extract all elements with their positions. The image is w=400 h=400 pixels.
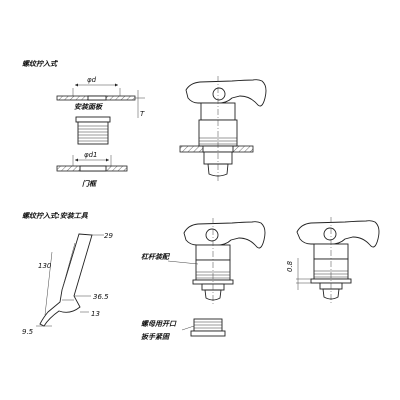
label-wrench-line-2: 扳手紧固	[141, 332, 170, 341]
installation-tool: 29 130 36.5 13 9.5	[22, 232, 113, 336]
dim-phi-d1: φd1	[84, 151, 98, 159]
latch-assembly-top	[179, 76, 267, 182]
dim-36-5: 36.5	[93, 293, 109, 301]
label-door-frame: 门框	[82, 179, 98, 188]
label-wrench-line-1: 螺母用开口	[141, 319, 177, 328]
section-top-title: 螺纹拧入式	[22, 59, 58, 68]
threaded-nut	[75, 116, 111, 145]
latch-assembly-middle	[183, 218, 266, 304]
washer-bottom: φd1	[56, 151, 128, 172]
label-lever-assembly: 杠杆装配	[141, 252, 171, 261]
dim-0-8: 0.8	[286, 260, 294, 272]
dim-29: 29	[104, 232, 113, 240]
lock-nut	[190, 318, 226, 337]
dim-13: 13	[91, 310, 100, 318]
dim-9-5: 9.5	[22, 328, 34, 336]
washer-top: φd T	[56, 76, 145, 118]
dim-phi-d: φd	[87, 76, 97, 84]
dim-130: 130	[38, 262, 52, 270]
label-mounting-panel: 安装面板	[74, 102, 104, 111]
latch-assembly-right: 0.8	[286, 217, 380, 303]
dim-thickness-t: T	[140, 110, 145, 118]
section-bottom-title: 螺纹拧入式:安装工具	[22, 211, 89, 220]
